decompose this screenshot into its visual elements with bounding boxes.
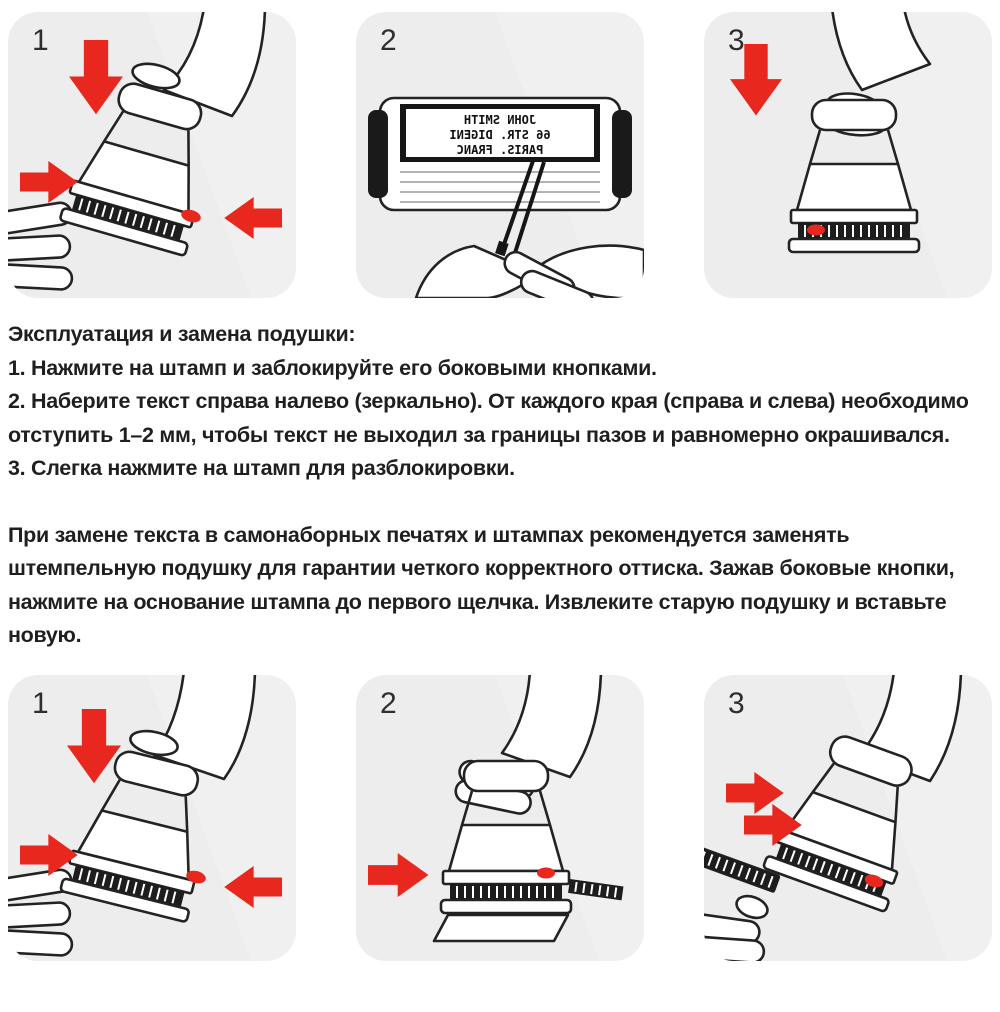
pad-replacement-paragraph: При замене текста в самонаборных печатях…	[8, 522, 955, 648]
stamp-text-line2: 66 STR. DIGENI	[449, 128, 550, 142]
press-and-lock-illustration	[8, 674, 282, 957]
set-text-illustration: JOHN SMITH 66 STR. DIGENI PARIS. FRANC	[368, 96, 644, 298]
panel-number: 3	[728, 686, 745, 720]
arrow-left-icon	[224, 865, 282, 908]
step-panel-bottom-2: 2	[356, 674, 644, 961]
arrow-down-icon	[67, 708, 121, 783]
lock-button-dot	[807, 224, 825, 236]
arrow-right-icon	[20, 833, 78, 876]
instructions-heading: Эксплуатация и замена подушки:	[8, 322, 356, 346]
panel-number: 1	[32, 24, 49, 57]
lock-button-dot	[186, 870, 206, 883]
arrow-right-icon	[20, 161, 78, 203]
old-pad	[568, 878, 624, 900]
lock-button-dot	[181, 209, 201, 223]
panel-number: 1	[32, 686, 49, 720]
hand	[8, 12, 267, 263]
stamp-text-line1: JOHN SMITH	[464, 113, 536, 127]
arrow-down-icon	[69, 40, 123, 115]
thumb	[8, 62, 181, 292]
step-panel-bottom-1: 1	[8, 674, 296, 961]
stamp-text-line3: PARIS. FRANC	[457, 143, 544, 157]
hand	[452, 674, 603, 817]
arrow-right-icon	[368, 852, 429, 897]
base-tray	[432, 913, 570, 942]
unlock-illustration	[730, 12, 932, 254]
press-and-lock-illustration	[8, 12, 282, 292]
stamp-top-view	[368, 96, 632, 212]
lock-button-dot	[864, 873, 884, 888]
top-panels-row: 1 2	[0, 12, 1000, 298]
step-panel-top-1: 1	[8, 12, 296, 298]
panel-number: 3	[728, 24, 745, 57]
arrow-left-icon	[224, 197, 282, 239]
ink-pad	[704, 842, 781, 893]
step-panel-top-3: 3	[704, 12, 992, 298]
hand-holding-tweezers	[499, 244, 644, 298]
instruction-step-1: 1. Нажмите на штамп и заблокируйте его б…	[8, 355, 657, 380]
fingers-under-pad	[704, 894, 769, 961]
instruction-step-2: 2. Наберите текст справа налево (зеркаль…	[8, 389, 969, 447]
instructions-section: Эксплуатация и замена подушки: 1. Нажмит…	[8, 318, 988, 486]
tweezers-icon	[495, 157, 546, 257]
hand	[414, 244, 540, 298]
panel-number: 2	[380, 24, 397, 57]
press-base-illustration	[368, 674, 624, 942]
panel-number: 2	[380, 686, 397, 720]
lock-button-dot	[537, 867, 555, 878]
instruction-step-3: 3. Слегка нажмите на штамп для разблокир…	[8, 456, 515, 480]
hand	[8, 674, 257, 929]
replace-pad-illustration	[704, 674, 963, 961]
bottom-panels-row: 1 2	[0, 674, 1000, 961]
thumb	[8, 729, 179, 957]
step-panel-bottom-3: 3	[704, 674, 992, 961]
mirrored-stamp-text: JOHN SMITH 66 STR. DIGENI PARIS. FRANC	[449, 113, 550, 157]
step-panel-top-2: 2 JOHN SMITH 66 STR. DIGENI PARIS. FRANC	[356, 12, 644, 298]
pad-replacement-section: При замене текста в самонаборных печатях…	[8, 519, 988, 653]
